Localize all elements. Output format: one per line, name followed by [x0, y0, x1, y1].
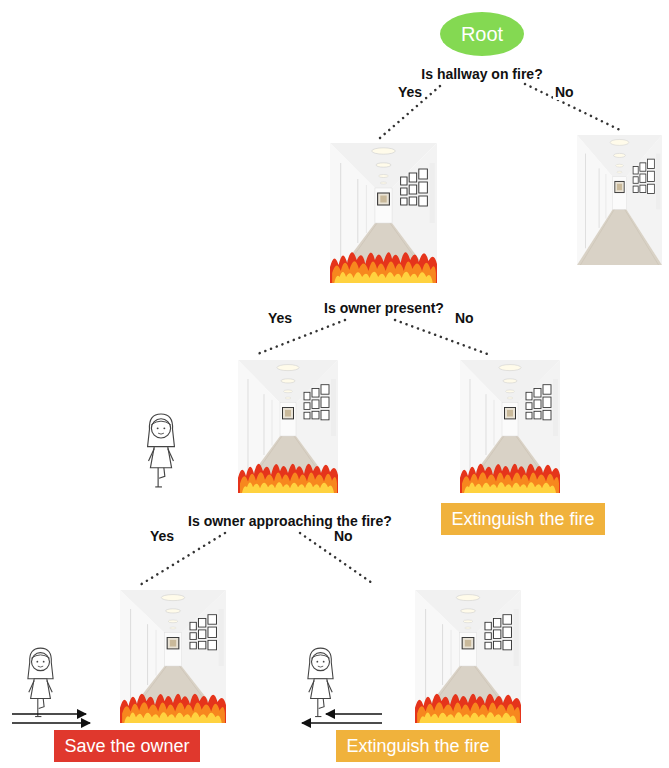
hallway-fire-picture: [460, 360, 560, 493]
question-text: Is hallway on fire?: [372, 66, 592, 83]
motion-arrows: [12, 714, 90, 723]
decision-node: Is owner approaching the fire?: [130, 357, 450, 530]
owner-figure: [308, 648, 333, 716]
hallway-fire-picture: [120, 590, 226, 723]
root-label: Root: [440, 12, 524, 56]
action-box: Extinguish the fire: [298, 587, 538, 762]
action-label: Extinguish the fire: [441, 503, 604, 535]
action-label: Extinguish the fire: [336, 730, 499, 762]
hallway-picture: [577, 135, 662, 265]
hallway-fire-picture: [330, 143, 437, 283]
action-box: Save the owner: [22, 587, 232, 762]
decision-node: Is owner present?: [274, 140, 494, 317]
branch-line: [525, 84, 620, 130]
hallway-fire-picture: [238, 360, 338, 493]
branch-label: No: [332, 528, 355, 544]
action-box: Extinguish the fire: [423, 357, 623, 535]
question-text: Is owner approaching the fire?: [130, 513, 450, 530]
hallway-fire-picture: [415, 590, 521, 723]
action-label: Save the owner: [54, 730, 199, 762]
branch-label: No: [553, 84, 576, 100]
branch-line: [395, 320, 490, 355]
branch-label: No: [453, 310, 476, 326]
branch-label: Yes: [148, 528, 176, 544]
branch-label: Yes: [396, 84, 424, 100]
root-node: Root Is hallway on fire?: [372, 12, 592, 83]
owner-figure: [148, 414, 175, 487]
motion-arrows: [302, 714, 382, 723]
owner-figure: [28, 648, 53, 716]
branch-label: Yes: [266, 310, 294, 326]
